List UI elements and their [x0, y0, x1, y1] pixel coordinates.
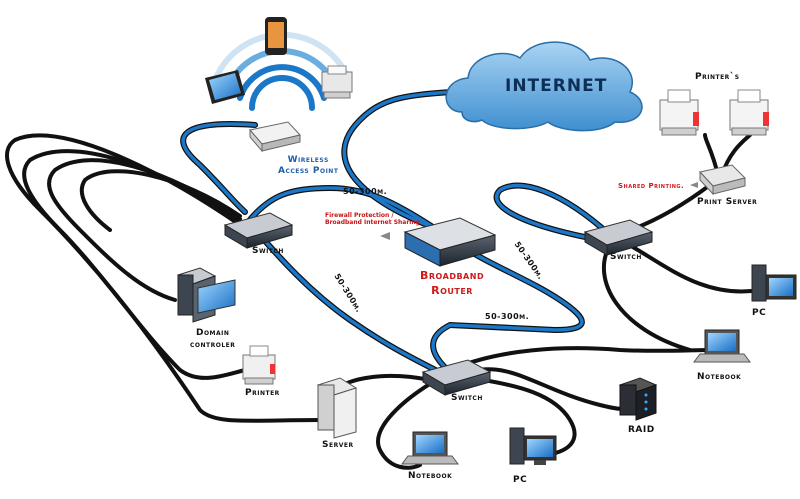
firewall-note: Firewall Protection / Broadband Internet… — [325, 212, 420, 226]
domain-controller-icon — [176, 267, 236, 323]
pc-right-label: PC — [752, 308, 767, 318]
switch-top-label: Switch — [252, 246, 284, 256]
smartphone-icon — [265, 17, 287, 55]
switch-top-icon — [223, 212, 294, 249]
pc-right-icon — [751, 264, 797, 302]
wireless-access-point-label: Wireless Access Point — [278, 155, 339, 176]
switch-bottom-icon — [421, 359, 492, 396]
raid-storage-icon — [618, 377, 658, 421]
print-server-icon — [699, 164, 746, 196]
annotation-arrows — [380, 182, 698, 240]
printer-right-icon — [729, 89, 769, 136]
wireless-printer-icon — [321, 65, 353, 99]
raid-label: RAID — [628, 425, 655, 435]
blue-cable-highlights — [181, 90, 612, 382]
notebook-bottom-label: Notebook — [408, 471, 453, 481]
domain-controller-label: Domain controler — [190, 328, 236, 350]
pc-bottom-label: PC — [513, 475, 528, 485]
printer-left-icon — [659, 89, 699, 136]
broadband-router-icon — [403, 217, 497, 267]
printers-label: Printer`s — [695, 72, 740, 82]
distance-label-1: 50-300m. — [343, 187, 388, 196]
switch-right-label: Switch — [610, 252, 642, 262]
printer-label: Printer — [245, 388, 280, 398]
switch-bottom-label: Switch — [451, 393, 483, 403]
switch-right-icon — [583, 219, 654, 256]
tablet-icon — [205, 70, 245, 104]
notebook-bottom-icon — [401, 431, 459, 465]
pc-bottom-icon — [509, 427, 557, 465]
internet-cloud — [445, 41, 643, 132]
wireless-access-point-icon — [249, 121, 301, 153]
print-server-label: Print Server — [697, 197, 758, 207]
notebook-right-icon — [693, 329, 751, 363]
server-tower-icon — [316, 377, 358, 439]
broadband-router-label: Broadband Router — [420, 269, 485, 297]
internet-label: INTERNET — [505, 76, 608, 96]
distance-label-4: 50-300m. — [485, 312, 530, 321]
notebook-right-label: Notebook — [697, 372, 742, 382]
black-cables — [5, 133, 762, 470]
shared-printing-label: Shared Printing. — [618, 182, 685, 190]
server-label: Server — [322, 440, 354, 450]
printer-bottom-icon — [242, 345, 276, 385]
